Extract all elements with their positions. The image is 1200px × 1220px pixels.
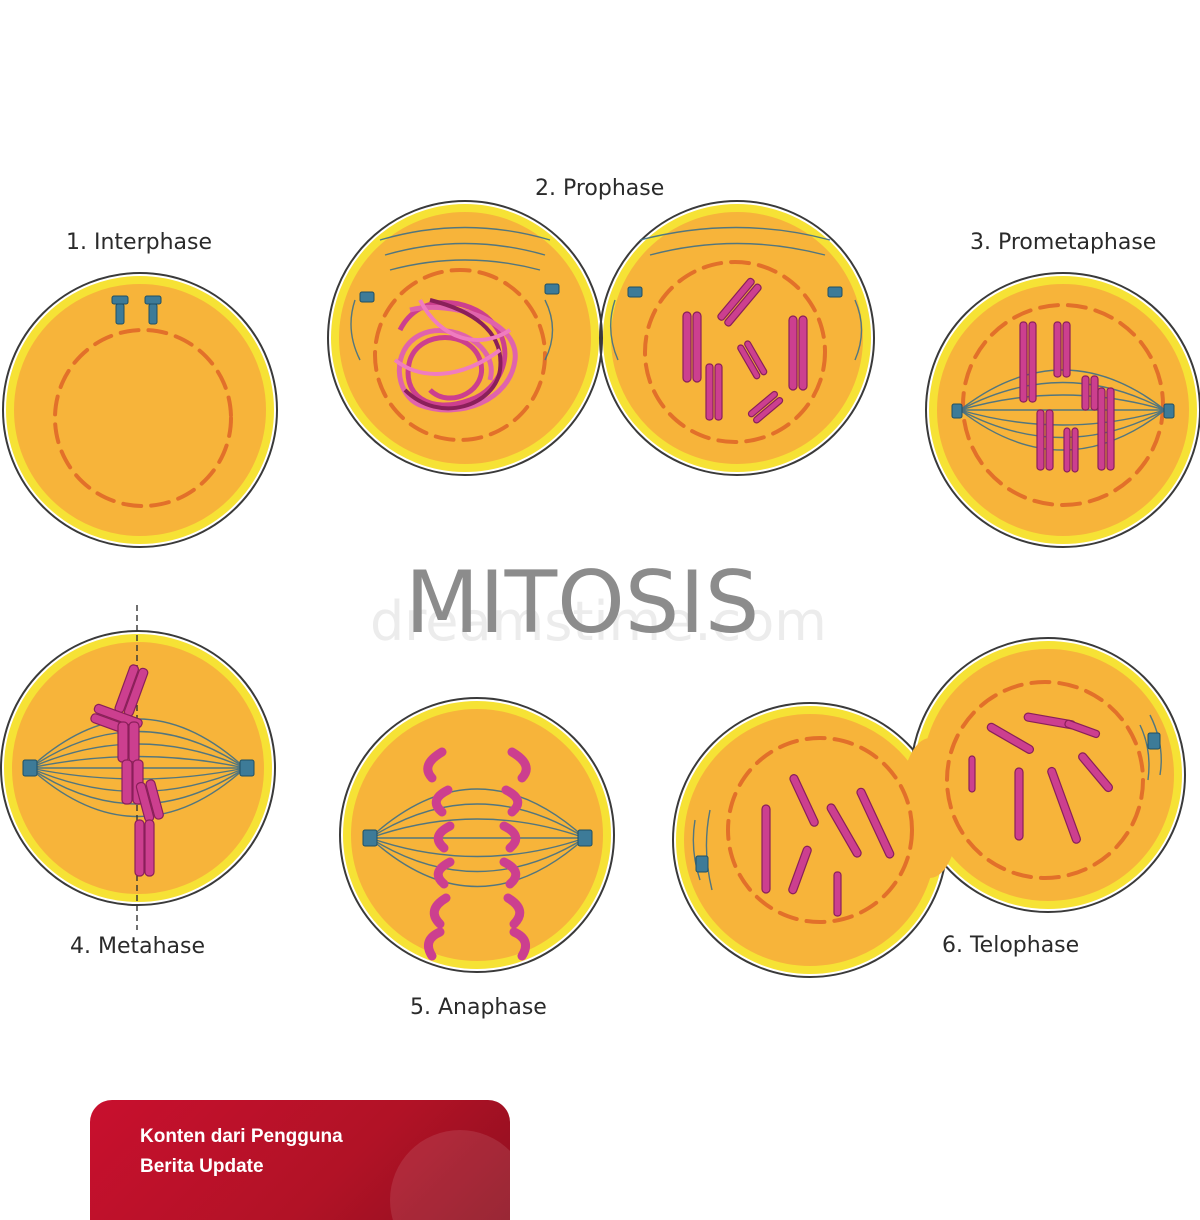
source-badge: Konten dari Pengguna Berita Update: [90, 1100, 510, 1220]
chromatids-left: [423, 747, 455, 961]
prometaphase-cell: [925, 272, 1200, 548]
chromatin-tangle: [393, 298, 518, 413]
prophase-cell-late: [599, 200, 875, 476]
metaphase-cell: [0, 605, 276, 930]
phase-label-prometaphase: 3. Prometaphase: [970, 230, 1156, 255]
interphase-cell: [2, 272, 278, 548]
chromatids-right: [499, 747, 531, 961]
phase-label-interphase: 1. Interphase: [66, 230, 212, 255]
phase-label-metaphase: 4. Metahase: [70, 934, 205, 959]
badge-line-channel: Berita Update: [140, 1156, 264, 1177]
badge-decoration: [390, 1130, 510, 1220]
prophase-cell-early: [327, 200, 603, 476]
badge-line-user-content: Konten dari Pengguna: [140, 1126, 343, 1147]
phase-label-prophase: 2. Prophase: [535, 176, 664, 201]
diagram-title: MITOSIS: [405, 553, 759, 653]
anaphase-cell: [339, 697, 615, 973]
telophase-cells: [672, 637, 1186, 978]
watermark: dreamstime.com: [370, 590, 827, 653]
phase-label-anaphase: 5. Anaphase: [410, 995, 547, 1020]
phase-label-telophase: 6. Telophase: [942, 933, 1079, 958]
